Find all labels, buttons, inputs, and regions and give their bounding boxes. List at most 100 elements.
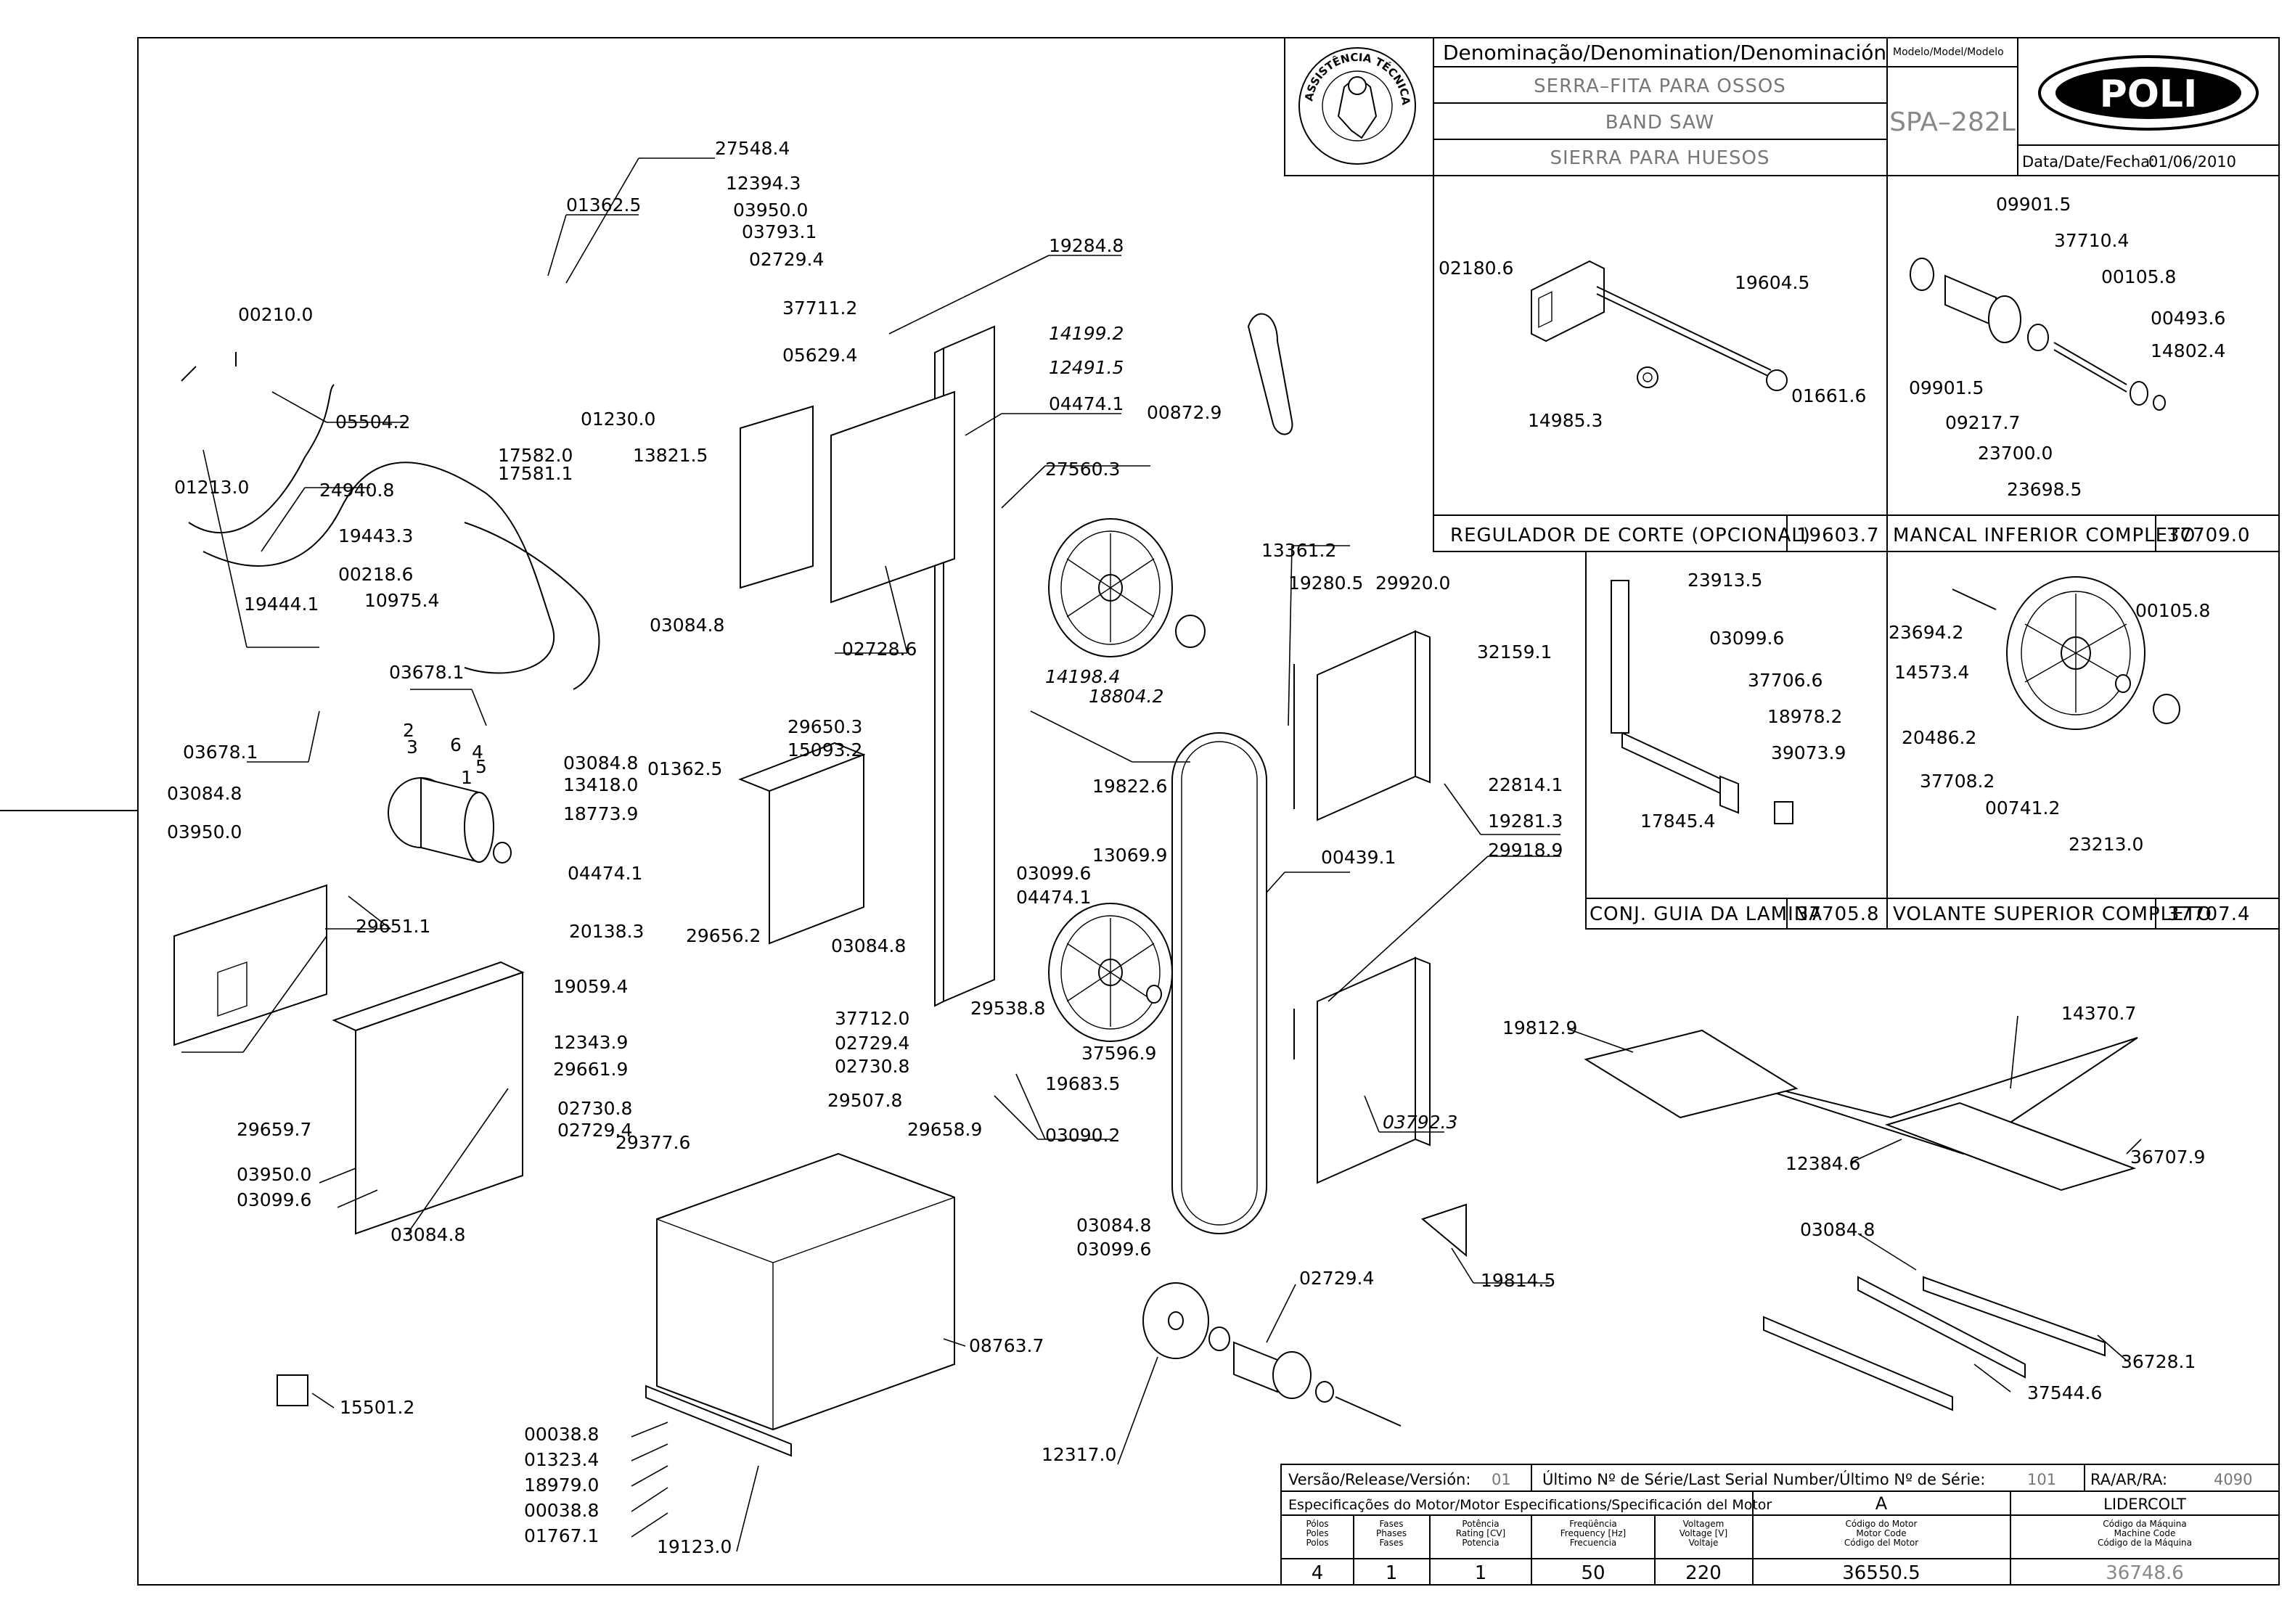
callout: 19443.3 — [338, 525, 413, 546]
label-line: Pólos — [1306, 1519, 1328, 1529]
authorized-service-seal: ASSISTÊNCIA TÉCNICA AUTORIZADA — [0, 0, 1416, 165]
product-name-es: SIERRA PARA HUESOS — [1550, 147, 1770, 169]
product-name-pt: SERRA–FITA PARA OSSOS — [1534, 75, 1786, 97]
callout: 19444.1 — [244, 594, 319, 615]
label-line: Polos — [1306, 1538, 1328, 1548]
label-line: Código de la Máquina — [2098, 1538, 2192, 1548]
label-line: Código del Motor — [1844, 1538, 1918, 1548]
subassembly-name-lower-bearing: MANCAL INFERIOR COMPLETO — [1893, 525, 2196, 546]
main-exploded-view — [173, 313, 2138, 1457]
callout: 09217.7 — [1945, 412, 2020, 433]
callout: 19284.8 — [1049, 235, 1124, 256]
callout: 20486.2 — [1902, 727, 1976, 748]
upper-wheel-drawing — [1952, 576, 2180, 730]
callout: 15501.2 — [340, 1397, 414, 1418]
callout: 27560.3 — [1045, 459, 1120, 480]
callout: 19123.0 — [657, 1536, 732, 1557]
callout: 03678.1 — [389, 662, 464, 683]
rail-2 — [1857, 1276, 2026, 1379]
callout: 20138.3 — [569, 921, 644, 942]
callout: 00218.6 — [338, 564, 413, 585]
callout: 17582.0 — [498, 445, 573, 466]
version-label: Versão/Release/Versión: — [1288, 1471, 1470, 1488]
callout: 29918.9 — [1488, 840, 1563, 861]
callout: 19683.5 — [1045, 1073, 1120, 1094]
callout: 29650.3 — [788, 716, 862, 737]
callout: 18773.9 — [563, 803, 638, 824]
callout: 19814.5 — [1481, 1270, 1555, 1291]
callout: 01230.0 — [581, 409, 655, 430]
callout: 03099.6 — [1076, 1239, 1151, 1260]
callout: 29651.1 — [356, 916, 430, 937]
wire-number: 3 — [406, 737, 418, 758]
callout: 27548.4 — [715, 138, 790, 159]
callout: 04474.1 — [568, 863, 642, 884]
callout: 18978.2 — [1767, 706, 1842, 727]
callout: 02730.8 — [835, 1056, 909, 1077]
frequency-value: 50 — [1581, 1562, 1605, 1584]
callout: 01362.5 — [566, 194, 641, 216]
label-line: Código do Motor — [1846, 1519, 1918, 1529]
callout: 14985.3 — [1528, 410, 1603, 431]
blade-guide-drawing — [1611, 580, 1793, 824]
drive-belt — [1247, 313, 1293, 435]
callout: 13418.0 — [563, 774, 638, 795]
date-label: Data/Date/Fecha: — [2022, 153, 2155, 171]
callout: 29507.8 — [827, 1090, 902, 1111]
callout: 36707.9 — [2130, 1147, 2205, 1168]
label-line: Frecuencia — [1570, 1538, 1617, 1548]
callout: 37710.4 — [2054, 230, 2129, 251]
denomination-header: Denominação/Denomination/Denominación — [1443, 41, 1886, 65]
callout: 09901.5 — [1996, 194, 2071, 215]
callout: 03084.8 — [390, 1224, 465, 1245]
callout: 03084.8 — [650, 615, 724, 636]
motor — [388, 776, 512, 864]
product-name-en: BAND SAW — [1605, 112, 1714, 134]
callout: 03678.1 — [183, 742, 258, 763]
callout: 03099.6 — [1016, 863, 1091, 884]
footer-spec-table: Versão/Release/Versión: 01 Último Nº de … — [1280, 1464, 2280, 1586]
wire-number: 5 — [475, 756, 487, 777]
callouts: 27548.4 01362.5 12394.3 03950.0 03793.1 … — [167, 138, 2225, 1557]
upper-plate — [830, 390, 955, 604]
callout: 17845.4 — [1640, 811, 1715, 832]
callout: 15093.2 — [788, 739, 862, 760]
callout: 03099.6 — [237, 1189, 311, 1210]
callout: 02729.4 — [557, 1120, 632, 1141]
table-plate — [1584, 1029, 1799, 1119]
callout: 19812.9 — [1502, 1017, 1577, 1038]
callout: 00872.9 — [1147, 402, 1222, 423]
version-value: 01 — [1492, 1471, 1511, 1488]
wire-number: 2 — [403, 720, 414, 741]
callout: 05629.4 — [782, 345, 857, 366]
poli-logo: POLI — [2038, 55, 2259, 131]
cut-regulator-drawing — [1531, 260, 1788, 391]
callout: 00741.2 — [1985, 797, 2060, 819]
callout: 12384.6 — [1785, 1153, 1860, 1174]
label-line: Voltage [V] — [1680, 1528, 1727, 1538]
callout: 01661.6 — [1791, 385, 1866, 406]
model-header: Modelo/Model/Modelo — [1893, 46, 2004, 58]
subassembly-code-lower-bearing: 37709.0 — [2167, 525, 2251, 546]
callout: 03950.0 — [237, 1164, 311, 1185]
callout: 01213.0 — [174, 477, 249, 498]
callout: 22814.1 — [1488, 774, 1563, 795]
callout: 37712.0 — [835, 1008, 909, 1029]
callout: 32159.1 — [1477, 641, 1552, 663]
callout: 29377.6 — [615, 1132, 690, 1153]
callout: 17581.1 — [498, 463, 573, 484]
callout: 12317.0 — [1042, 1444, 1116, 1465]
callout: 03084.8 — [1800, 1219, 1875, 1240]
wiring-harness — [188, 384, 600, 690]
callout: 14802.4 — [2151, 340, 2225, 361]
label-line: Fases — [1379, 1538, 1403, 1548]
serial-label: Último Nº de Série/Last Serial Number/Úl… — [1542, 1470, 1985, 1488]
callout: 03084.8 — [563, 752, 638, 774]
callout: 23213.0 — [2069, 834, 2143, 855]
callout: 37596.9 — [1081, 1043, 1156, 1064]
subassembly-name-blade-guide: CONJ. GUIA DA LAMINA — [1590, 903, 1822, 925]
